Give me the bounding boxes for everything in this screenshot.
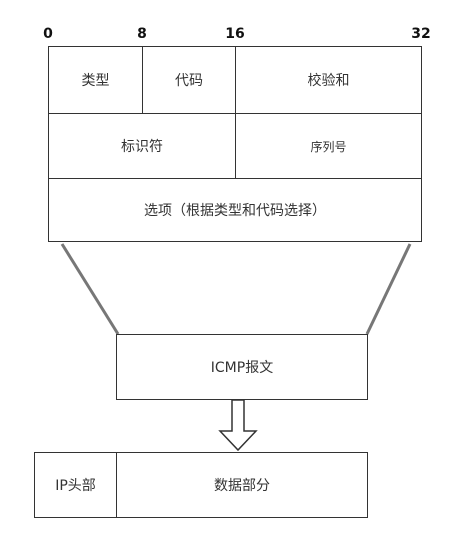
ip-header-field: IP头部: [55, 478, 96, 494]
sequence-field: 序列号: [310, 139, 347, 154]
code-field: 代码: [175, 73, 203, 89]
icmp-message-label: ICMP报文: [210, 360, 274, 376]
col-divider-8: [142, 47, 143, 113]
icmp-header-table: 类型 代码 校验和 标识符 序列号 选项（根据类型和代码选择）: [48, 46, 422, 242]
left-connector-line: [60, 243, 120, 335]
ip-packet-box: IP头部 数据部分: [34, 452, 368, 518]
type-field: 类型: [81, 73, 110, 89]
bit-label-8: 8: [137, 26, 147, 42]
bit-label-32: 32: [411, 26, 431, 42]
ip-header-divider: [116, 453, 117, 517]
col-divider-16: [235, 47, 236, 178]
icmp-message-box: ICMP报文: [116, 334, 368, 400]
row-divider-2: [49, 178, 421, 179]
options-field: 选项（根据类型和代码选择）: [144, 203, 326, 219]
down-arrow-icon: [218, 399, 258, 452]
bit-label-0: 0: [43, 26, 53, 42]
identifier-field: 标识符: [121, 139, 163, 155]
checksum-field: 校验和: [307, 73, 350, 89]
data-field: 数据部分: [214, 478, 270, 494]
bit-label-16: 16: [225, 26, 245, 42]
right-connector-line: [365, 243, 412, 335]
